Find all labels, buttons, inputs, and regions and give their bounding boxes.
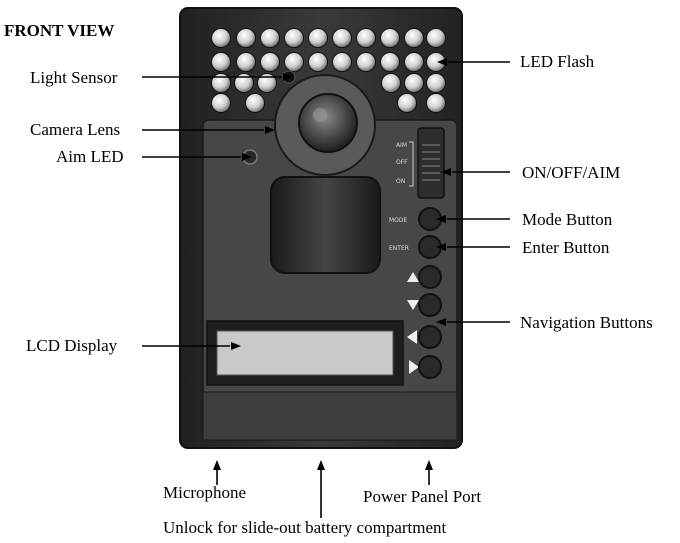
power-panel-port-label: Power Panel Port (363, 487, 482, 506)
led-flash-array (211, 28, 446, 113)
led-10 (426, 28, 446, 48)
led-24 (381, 73, 401, 93)
nav-down-button[interactable] (418, 293, 442, 317)
down-arrow-icon (407, 300, 419, 310)
led-flash-label: LED Flash (520, 52, 595, 71)
led-23 (257, 73, 277, 93)
nav-right-button[interactable] (418, 355, 442, 379)
switch-on-text: ON (396, 178, 405, 185)
led-15 (308, 52, 328, 72)
led-1 (211, 28, 231, 48)
microphone-label: Microphone (163, 483, 247, 502)
switch-bracket (409, 141, 414, 187)
led-8 (380, 28, 400, 48)
led-27 (211, 93, 231, 113)
led-6 (332, 28, 352, 48)
lens-highlight (313, 108, 327, 122)
led-14 (284, 52, 304, 72)
led-16 (332, 52, 352, 72)
led-29 (397, 93, 417, 113)
on-off-aim-switch[interactable] (417, 127, 445, 199)
navigation-buttons-label: Navigation Buttons (520, 313, 653, 332)
mode-text: MODE (389, 217, 408, 224)
led-21 (211, 73, 231, 93)
up-arrow-icon (407, 272, 419, 282)
led-26 (426, 73, 446, 93)
led-9 (404, 28, 424, 48)
on-off-aim-label: ON/OFF/AIM (522, 163, 621, 182)
switch-aim-text: AIM (396, 142, 407, 149)
led-22 (234, 73, 254, 93)
led-13 (260, 52, 280, 72)
lcd-display (216, 330, 394, 376)
led-2 (236, 28, 256, 48)
camera-lens-label: Camera Lens (30, 120, 121, 139)
led-28 (245, 93, 265, 113)
right-arrow-icon (409, 360, 419, 374)
led-19 (404, 52, 424, 72)
front-view-heading: FRONT VIEW (4, 21, 115, 40)
left-arrow-icon (407, 330, 417, 344)
nav-left-button[interactable] (418, 325, 442, 349)
camera-lens (298, 93, 358, 153)
led-12 (236, 52, 256, 72)
mode-button-label: Mode Button (522, 210, 613, 229)
lcd-display-label: LCD Display (26, 336, 118, 355)
led-4 (284, 28, 304, 48)
led-5 (308, 28, 328, 48)
switch-ridges (422, 144, 440, 181)
led-3 (260, 28, 280, 48)
battery-unlock-label: Unlock for slide-out battery compartment (163, 518, 447, 537)
led-25 (404, 73, 424, 93)
aim-led-label: Aim LED (56, 147, 124, 166)
led-30 (426, 93, 446, 113)
led-17 (356, 52, 376, 72)
led-18 (380, 52, 400, 72)
leader-arrowheads (213, 58, 451, 470)
light-sensor-label: Light Sensor (30, 68, 118, 87)
bottom-strip (202, 391, 458, 441)
enter-button-label: Enter Button (522, 238, 610, 257)
led-11 (211, 52, 231, 72)
led-7 (356, 28, 376, 48)
pir-sensor (270, 176, 381, 274)
switch-off-text: OFF (396, 159, 408, 166)
enter-text: ENTER (389, 245, 409, 252)
nav-up-button[interactable] (418, 265, 442, 289)
leader-lines (142, 61, 510, 518)
